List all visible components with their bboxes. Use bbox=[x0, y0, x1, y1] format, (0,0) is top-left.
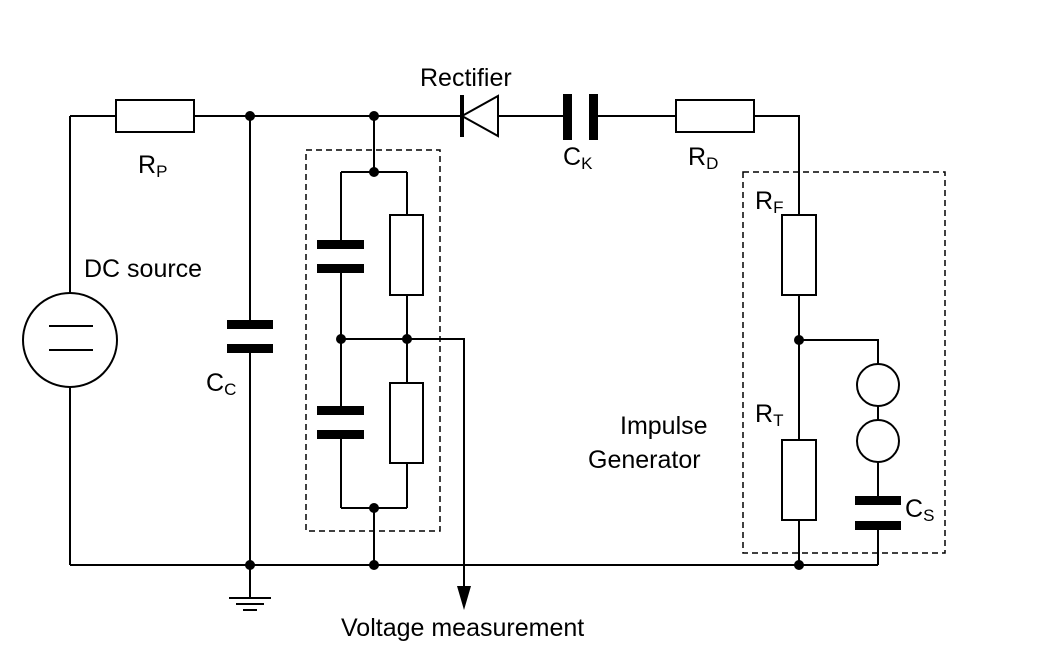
cs-label: CS bbox=[905, 495, 934, 525]
junction-dot bbox=[245, 560, 255, 570]
rt-label: RT bbox=[755, 400, 783, 430]
capacitor-divider-lower bbox=[317, 406, 364, 439]
junction-dot bbox=[794, 335, 804, 345]
junction-dot bbox=[369, 111, 379, 121]
voltage-divider-enclosure bbox=[305, 149, 441, 532]
junction-dot bbox=[336, 334, 346, 344]
junction-dot bbox=[369, 167, 379, 177]
junctions bbox=[245, 111, 804, 570]
wire-divider-middle bbox=[341, 338, 465, 590]
spark-gap-upper bbox=[856, 363, 900, 407]
voltage-measurement-label: Voltage measurement bbox=[341, 614, 584, 642]
rd-label: RD bbox=[688, 143, 718, 173]
rectifier-label: Rectifier bbox=[420, 64, 512, 92]
dc-source-label: DC source bbox=[84, 255, 202, 283]
spark-gap-lower bbox=[856, 419, 900, 463]
capacitor-cs bbox=[855, 496, 901, 530]
junction-dot bbox=[369, 503, 379, 513]
resistor-divider-upper bbox=[389, 214, 424, 296]
ck-label: CK bbox=[563, 143, 593, 173]
resistor-rp bbox=[115, 99, 195, 133]
measurement-arrow-icon bbox=[457, 586, 471, 610]
capacitor-divider-upper bbox=[317, 240, 364, 273]
resistor-rf bbox=[781, 214, 817, 296]
resistor-rt bbox=[781, 439, 817, 521]
dc-source-symbol bbox=[22, 292, 118, 388]
rectifier-diode bbox=[459, 94, 499, 138]
junction-dot bbox=[402, 334, 412, 344]
rp-label: RP bbox=[138, 151, 167, 181]
resistor-divider-lower bbox=[389, 382, 424, 464]
cc-label: CC bbox=[206, 369, 236, 399]
junction-dot bbox=[245, 111, 255, 121]
impulse-generator-label-line1: Impulse bbox=[620, 412, 708, 440]
junction-dot bbox=[794, 560, 804, 570]
impulse-generator-label-line2: Generator bbox=[588, 446, 701, 474]
capacitor-cc bbox=[227, 320, 273, 353]
impulse-generator-enclosure bbox=[742, 171, 946, 554]
wire-gap-branch bbox=[799, 339, 879, 364]
rf-label: RF bbox=[755, 187, 783, 217]
ground-icon bbox=[229, 597, 271, 611]
capacitor-ck bbox=[563, 94, 598, 140]
resistor-rd bbox=[675, 99, 755, 133]
wire-rd-to-right bbox=[754, 115, 800, 215]
junction-dot bbox=[369, 560, 379, 570]
